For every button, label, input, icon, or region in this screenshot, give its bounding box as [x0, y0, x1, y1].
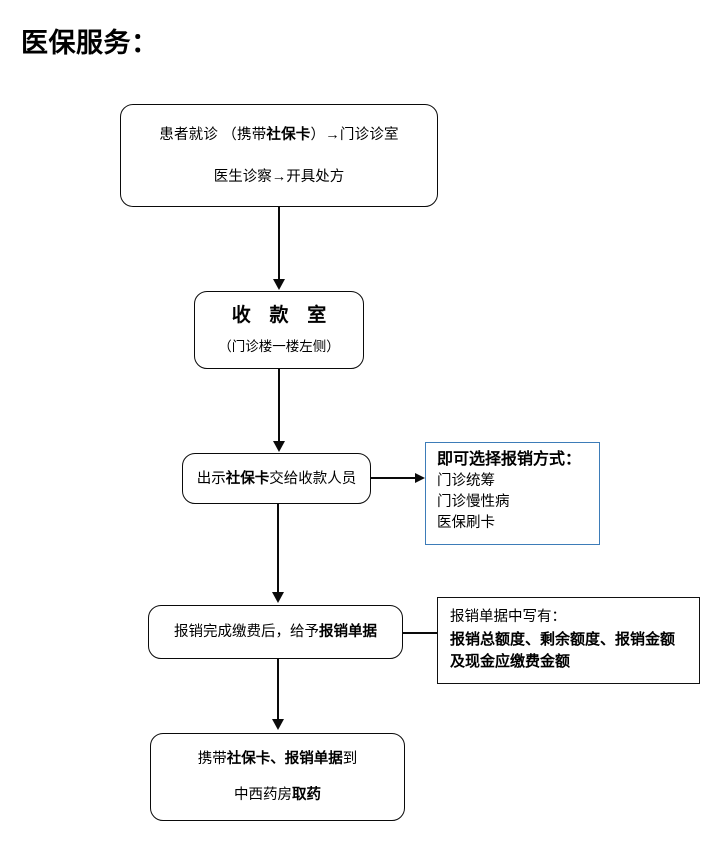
note-receipt-contents: 报销单据中写有： 报销总额度、剩余额度、报销金额 及现金应缴费金额	[437, 597, 700, 684]
visit-text-a: 患者就诊 （携带	[159, 126, 267, 143]
note-receipt-heading: 报销单据中写有：	[450, 609, 566, 625]
connector-receipt-to-pharmacy	[277, 659, 279, 721]
note-reimbursement-methods: 即可选择报销方式： 门诊统筹 门诊慢性病 医保刷卡	[425, 442, 600, 545]
flow-node-pharmacy[interactable]: 携带社保卡、报销单据到 中西药房取药	[150, 733, 405, 821]
arrowhead-showcard-to-methods-note	[415, 472, 425, 483]
arrowhead-showcard-to-receipt	[272, 592, 284, 603]
note-methods-item-2: 医保刷卡	[437, 515, 495, 531]
arrowhead-visit-to-cashier	[273, 279, 285, 290]
note-methods-item-1: 门诊慢性病	[437, 494, 510, 510]
pharmacy-text-a: 携带	[197, 751, 227, 767]
showcard-text-c: 交给收款人员	[269, 470, 357, 487]
visit-text-bold: 社保卡	[266, 126, 311, 143]
flow-node-receipt-issued[interactable]: 报销完成缴费后，给予报销单据	[148, 605, 403, 659]
pharmacy-text-bold: 社保卡、报销单据	[226, 751, 343, 767]
note-methods-heading: 即可选择报销方式：	[437, 451, 582, 468]
note-receipt-body-line1: 报销总额度、剩余额度、报销金额	[450, 631, 676, 648]
flow-node-pharmacy-line1: 携带社保卡、报销单据到	[198, 749, 358, 769]
flow-node-show-card-text: 出示社保卡交给收款人员	[197, 469, 357, 489]
connector-receipt-to-info-note	[403, 632, 438, 634]
connector-cashier-to-showcard	[278, 369, 280, 443]
arrowhead-receipt-to-pharmacy	[272, 719, 284, 730]
receipt-text-a: 报销完成缴费后，给予	[174, 624, 319, 640]
flow-node-patient-visit[interactable]: 患者就诊 （携带社保卡）→门诊诊室 医生诊察→开具处方	[120, 104, 438, 207]
flow-node-receipt-text: 报销完成缴费后，给予报销单据	[174, 622, 377, 642]
connector-visit-to-cashier	[278, 207, 280, 281]
page-title: 医保服务：	[21, 28, 159, 58]
visit-text-c: ）→门诊诊室	[310, 126, 399, 143]
connector-showcard-to-receipt	[277, 504, 279, 594]
receipt-text-bold: 报销单据	[319, 624, 377, 640]
showcard-text-bold: 社保卡	[225, 470, 270, 487]
flow-node-patient-visit-line1: 患者就诊 （携带社保卡）→门诊诊室	[159, 125, 398, 145]
note-methods-item-0: 门诊统筹	[437, 473, 495, 489]
flow-node-patient-visit-line2: 医生诊察→开具处方	[213, 168, 345, 185]
pharmacy-line2-a: 中西药房	[234, 787, 292, 803]
flow-node-pharmacy-line2: 中西药房取药	[234, 785, 321, 805]
note-receipt-body-line2: 及现金应缴费金额	[450, 653, 571, 670]
cashier-room-location: （门诊楼一楼左侧）	[218, 339, 340, 354]
cashier-room-title: 收 款 室	[231, 305, 334, 326]
pharmacy-text-c: 到	[342, 751, 358, 767]
flow-node-show-card[interactable]: 出示社保卡交给收款人员	[182, 453, 371, 504]
flow-node-cashier-room[interactable]: 收 款 室 （门诊楼一楼左侧）	[194, 291, 364, 369]
connector-showcard-to-methods-note	[371, 477, 417, 479]
pharmacy-line2-bold: 取药	[292, 787, 321, 803]
arrowhead-cashier-to-showcard	[273, 441, 285, 452]
showcard-text-a: 出示	[196, 470, 226, 487]
